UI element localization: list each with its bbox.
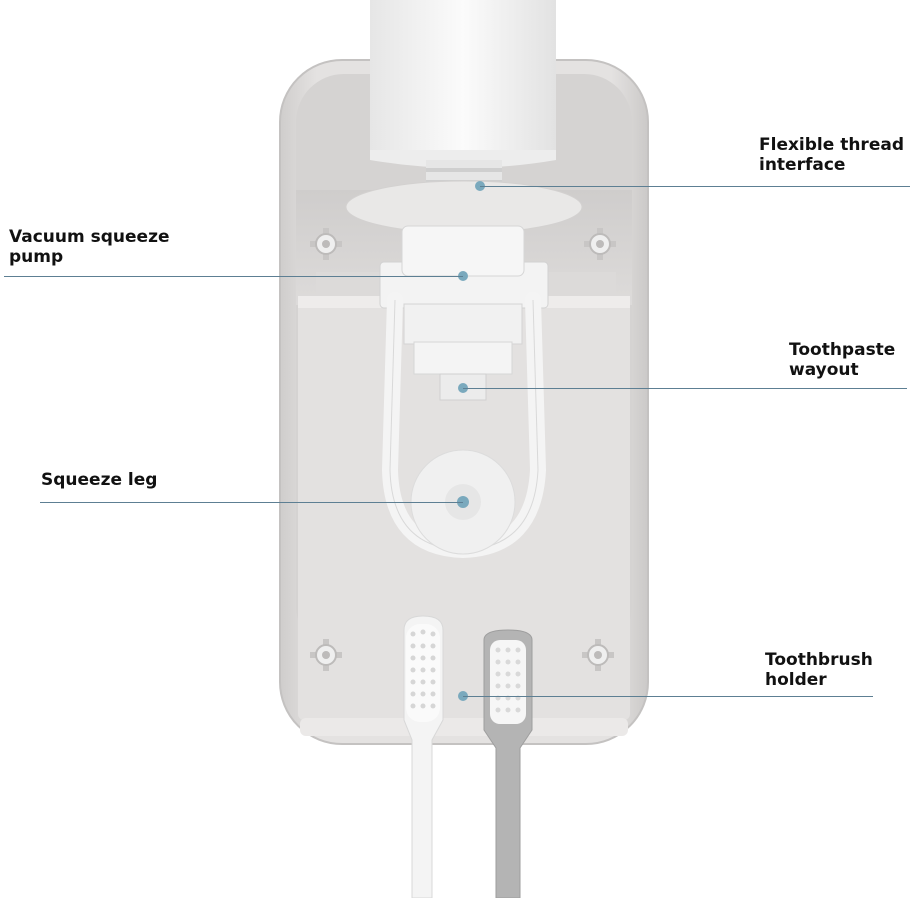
label-toothbrush-holder: Toothbrush holder xyxy=(765,650,873,690)
label-line: Toothpaste xyxy=(789,340,896,360)
marker-dot-leg xyxy=(457,496,469,508)
label-line: wayout xyxy=(789,360,859,380)
pump-assembly xyxy=(316,225,616,401)
toothbrush-white xyxy=(403,615,444,898)
leader-line-leg xyxy=(40,502,463,503)
label-line: Flexible thread xyxy=(759,135,904,155)
label-vacuum-squeeze-pump: Vacuum squeeze pump xyxy=(9,227,170,267)
label-line: interface xyxy=(759,155,846,175)
label-line: Vacuum squeeze xyxy=(9,227,170,247)
label-squeeze-leg: Squeeze leg xyxy=(41,470,157,490)
label-toothpaste-wayout: Toothpaste wayout xyxy=(789,340,895,380)
label-line: Squeeze leg xyxy=(41,470,158,490)
leader-line-holder xyxy=(463,696,873,697)
toothbrush-grey xyxy=(483,629,533,898)
label-line: pump xyxy=(9,247,64,267)
mount-screw-icon xyxy=(584,228,616,260)
leader-line-pump xyxy=(4,276,463,277)
label-line: Toothbrush xyxy=(765,650,873,670)
leader-line-thread xyxy=(480,186,910,187)
thread-interface xyxy=(345,160,583,234)
mount-screw-icon xyxy=(310,228,342,260)
mount-screw-icon xyxy=(582,639,614,671)
label-line: holder xyxy=(765,670,827,690)
label-flexible-thread-interface: Flexible thread interface xyxy=(759,135,904,175)
marker-dot-pump xyxy=(458,271,468,281)
mount-screw-icon xyxy=(310,639,342,671)
toothpaste-tube xyxy=(370,0,556,168)
leader-line-wayout xyxy=(463,388,907,389)
